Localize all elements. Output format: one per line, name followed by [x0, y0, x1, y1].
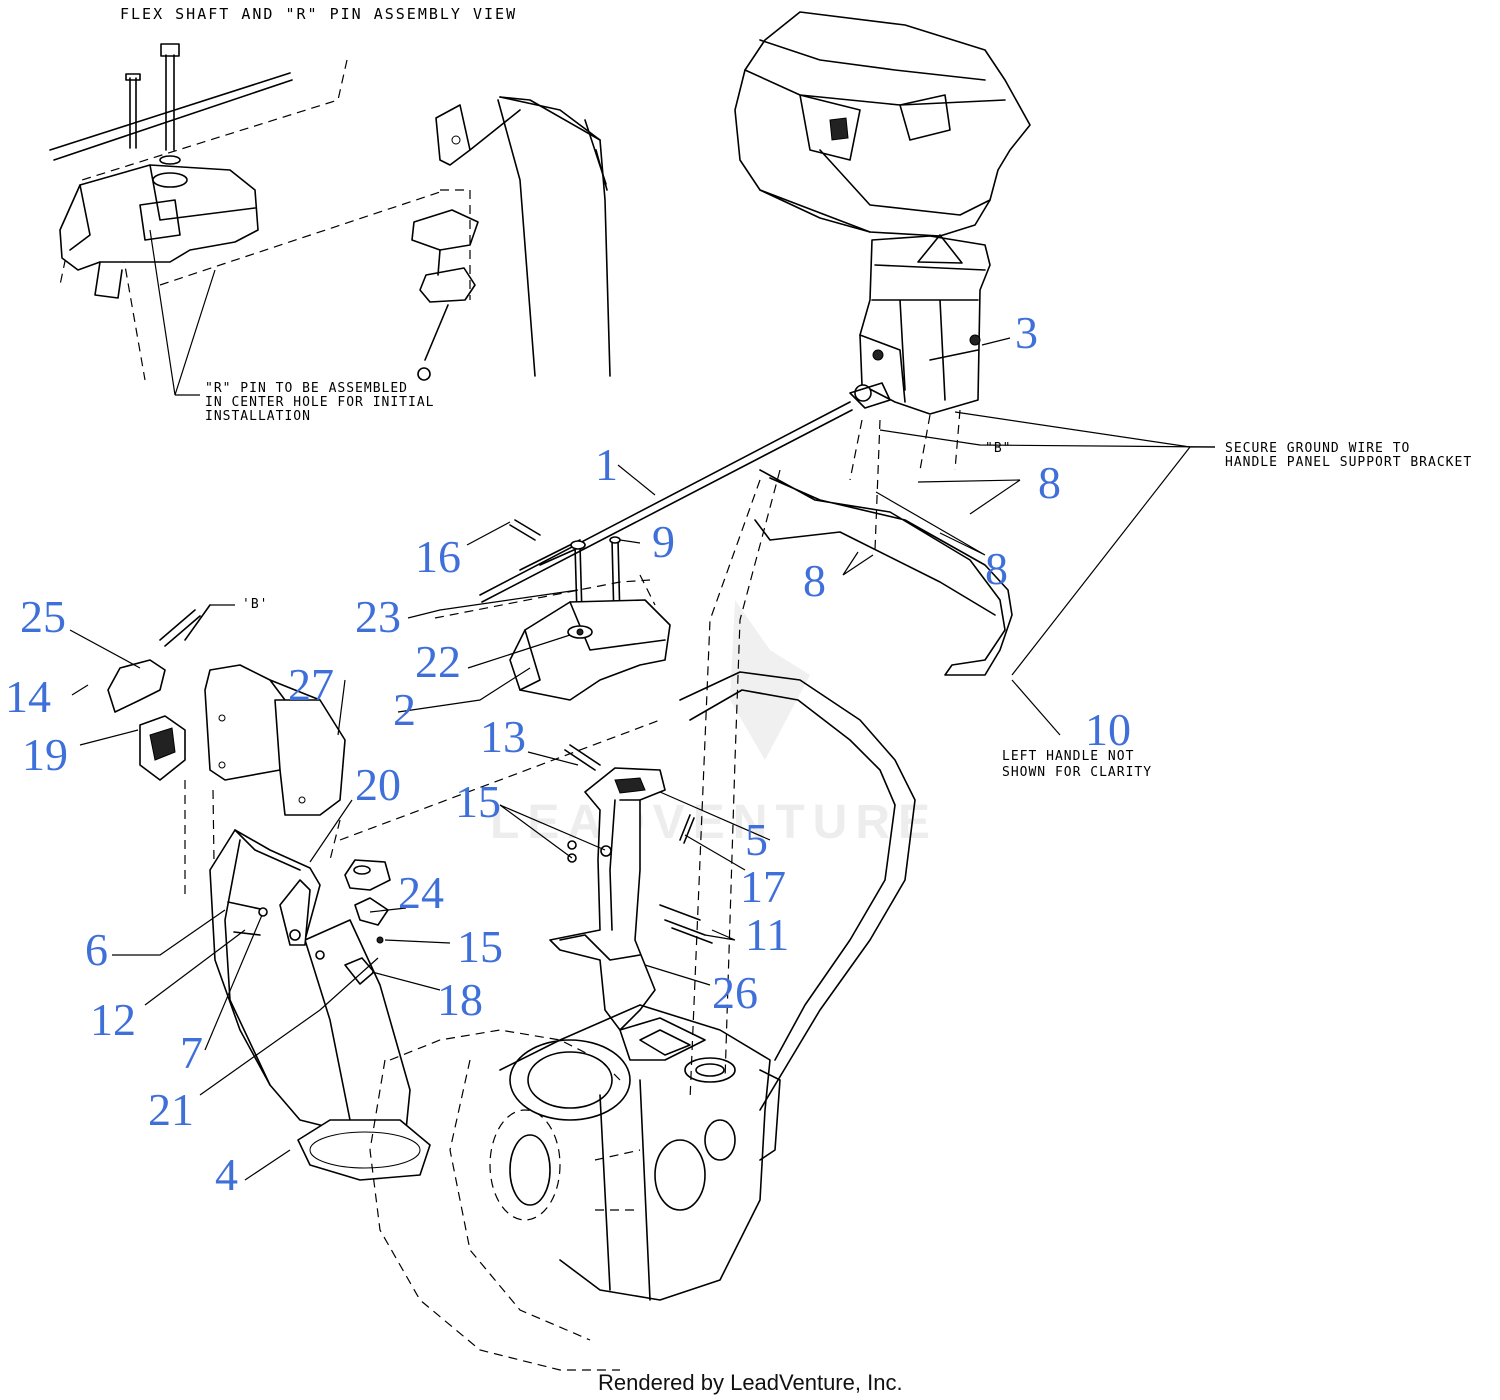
callout-26: 26	[712, 967, 758, 1018]
note-r-pin-line1: "R" PIN TO BE ASSEMBLED	[205, 381, 408, 396]
callout-11: 11	[745, 909, 789, 960]
callout-2: 2	[393, 684, 416, 735]
auger-housing	[369, 1004, 781, 1371]
leader-lines	[69, 337, 1216, 1181]
callout-17: 17	[740, 861, 786, 912]
callout-25: 25	[20, 591, 66, 642]
callout-14: 14	[5, 671, 51, 722]
callout-27: 27	[288, 659, 334, 710]
note-left-handle-line1: LEFT HANDLE NOT	[1002, 749, 1134, 764]
note-ground-line1: SECURE GROUND WIRE TO	[1225, 441, 1410, 456]
note-left-handle-line2: SHOWN FOR CLARITY	[1002, 765, 1152, 780]
callout-16: 16	[415, 531, 461, 582]
callout-15b: 15	[457, 921, 503, 972]
marker-b-top: "B"	[985, 441, 1011, 456]
callout-6: 6	[85, 924, 108, 975]
callout-1: 1	[595, 439, 618, 490]
inset-assembly-view: FLEX SHAFT AND "R" PIN ASSEMBLY VIEW	[49, 5, 611, 424]
handle-panel-assembly	[734, 11, 1031, 551]
callout-19: 19	[22, 729, 68, 780]
callout-21: 21	[148, 1084, 194, 1135]
flex-shaft	[479, 401, 853, 621]
callout-13: 13	[480, 711, 526, 762]
callout-15a: 15	[455, 776, 501, 827]
callout-8a: 8	[1038, 457, 1061, 508]
handle-frame	[679, 469, 1013, 1111]
watermark-text: LEADVENTURE	[490, 796, 938, 849]
callout-9: 9	[652, 516, 675, 567]
callout-20: 20	[355, 759, 401, 810]
note-r-pin-line3: INSTALLATION	[205, 409, 311, 424]
callout-18: 18	[437, 974, 483, 1025]
callout-23: 23	[355, 591, 401, 642]
callout-12: 12	[90, 994, 136, 1045]
inset-title: FLEX SHAFT AND "R" PIN ASSEMBLY VIEW	[120, 5, 517, 23]
callout-7: 7	[180, 1027, 203, 1078]
callout-10: 10	[1085, 704, 1131, 755]
chute-deflector	[107, 604, 661, 936]
marker-b-left: 'B'	[242, 597, 268, 612]
footer-credit: Rendered by LeadVenture, Inc.	[598, 1370, 903, 1395]
callout-3: 3	[1015, 307, 1038, 358]
diagram-notes: SECURE GROUND WIRE TO HANDLE PANEL SUPPO…	[210, 441, 1472, 780]
callout-4: 4	[215, 1149, 238, 1200]
note-ground-line2: HANDLE PANEL SUPPORT BRACKET	[1225, 455, 1472, 470]
note-r-pin-line2: IN CENTER HOLE FOR INITIAL	[205, 395, 435, 410]
chute-control-housing	[434, 574, 671, 701]
callout-22: 22	[415, 636, 461, 687]
callout-8c: 8	[803, 555, 826, 606]
callout-24: 24	[398, 867, 444, 918]
callout-8b: 8	[985, 543, 1008, 594]
callout-numbers: 1 2 3 4 5 6 7 8 8 8 8 9 10 11 12 13 14 1…	[5, 307, 1131, 1200]
discharge-chute	[209, 819, 431, 1181]
chute-crank-bracket	[549, 744, 713, 1031]
watermark: LEADVENTURE	[490, 600, 938, 849]
callout-5: 5	[745, 814, 768, 865]
